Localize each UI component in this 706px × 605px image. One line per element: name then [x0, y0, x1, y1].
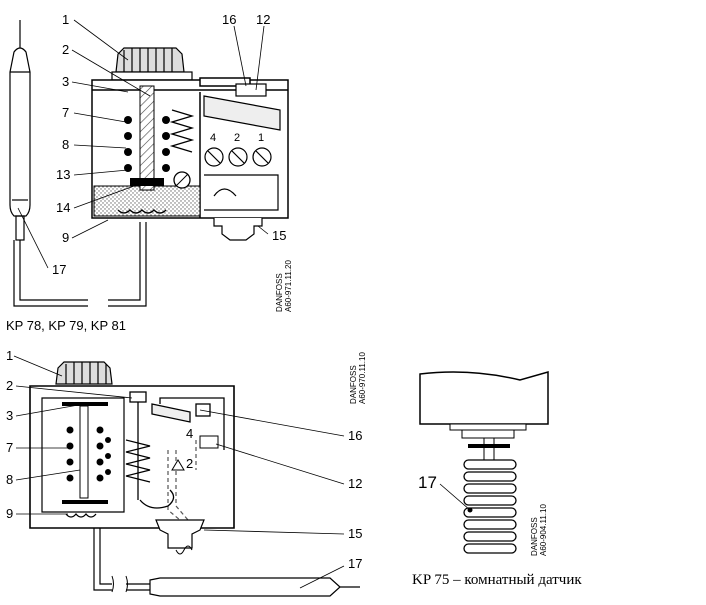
caption-kp75: KP 75 – комнатный датчик [412, 572, 582, 588]
main-spring-2 [66, 426, 111, 482]
housing-3 [419, 371, 549, 425]
stamp1-line1: DANFOSS [275, 273, 284, 312]
bellows-2 [65, 512, 97, 518]
cable-entry [213, 218, 263, 241]
capillary-2a [93, 528, 112, 591]
contact-arrow [171, 459, 185, 471]
callout-2: 2 [62, 42, 69, 57]
callout2-9: 9 [6, 506, 13, 521]
danfoss-stamp-1: DANFOSS A60-971.11.20 [275, 260, 293, 312]
main-spindle [139, 85, 155, 191]
terminal-label-4: 4 [210, 132, 216, 144]
sensor-bulb [9, 20, 147, 307]
terminal-label-1: 1 [258, 132, 264, 144]
bottom-plate [62, 500, 108, 504]
setting-knob [111, 47, 193, 81]
mount-plate [449, 423, 527, 431]
callout2-16: 16 [348, 428, 362, 443]
ac-symbol [175, 545, 193, 555]
callout-17: 17 [52, 262, 66, 277]
stamp3-line1: DANFOSS [530, 517, 539, 556]
housing-2 [29, 385, 235, 529]
callout-7: 7 [62, 105, 69, 120]
differential-spring [169, 109, 195, 153]
callout2-7: 7 [6, 440, 13, 455]
top-plate [62, 402, 108, 406]
sensor-stem [483, 437, 495, 461]
callout3-17: 17 [418, 473, 437, 492]
stamp1-line2: A60-971.11.20 [284, 260, 293, 312]
callout2-8: 8 [6, 472, 13, 487]
spring-plate [130, 178, 164, 186]
leader-lines [17, 19, 269, 269]
switch-block [203, 83, 281, 211]
callout2-1: 1 [6, 348, 13, 363]
callout-14: 14 [56, 200, 70, 215]
sensor-bulb-2 [149, 577, 341, 597]
caption-kp78: KP 78, KP 79, KP 81 [6, 318, 126, 333]
contact-block [199, 435, 219, 449]
setting-knob-2 [55, 361, 113, 385]
diagram-kp78: 4 2 1 1 2 3 7 8 13 14 9 17 16 12 [6, 12, 293, 333]
capillary-2c [126, 583, 150, 591]
bellows-chamber [93, 185, 201, 217]
bellows [117, 209, 167, 214]
diagram-schematic: 1 2 3 7 8 9 16 4 2 12 15 17 DANFOSS A60-… [6, 348, 367, 597]
capillary-2b [99, 528, 112, 585]
arm-loop [139, 489, 175, 509]
danfoss-stamp-3: DANFOSS A60-904.11.10 [530, 504, 548, 556]
callout2-4: 4 [186, 426, 193, 441]
leader-lines-2 [13, 355, 345, 589]
sensor-coil [463, 459, 517, 554]
callout2-2: 2 [6, 378, 13, 393]
switch-dashed [167, 440, 197, 521]
stamp3-line2: A60-904.11.10 [539, 504, 548, 556]
spring-frame [41, 397, 125, 513]
danfoss-stamp-2: DANFOSS A60-970.11.10 [349, 352, 367, 404]
callout2-3: 3 [6, 408, 13, 423]
callout-1: 1 [62, 12, 69, 27]
capillary-break [111, 575, 128, 593]
callout-15: 15 [272, 228, 286, 243]
cable-entry-2 [155, 519, 205, 549]
callout2-2b: 2 [186, 456, 193, 471]
diagram-kp75: 17 DANFOSS A60-904.11.10 KP 75 – комнатн… [412, 371, 582, 588]
stamp2-line2: A60-970.11.10 [358, 352, 367, 404]
callout2-17: 17 [348, 556, 362, 571]
callout-13: 13 [56, 167, 70, 182]
callout-8: 8 [62, 137, 69, 152]
leader-17 [439, 483, 471, 511]
callout2-12: 12 [348, 476, 362, 491]
callout2-15: 15 [348, 526, 362, 541]
mount-collar [461, 429, 515, 439]
differential-mechanism [125, 391, 225, 500]
sensor-flange [468, 444, 510, 448]
terminal-label-2: 2 [234, 132, 240, 144]
callout-3: 3 [62, 74, 69, 89]
callout-12: 12 [256, 12, 270, 27]
spindle-2 [79, 405, 89, 499]
callout-16: 16 [222, 12, 236, 27]
stamp2-line1: DANFOSS [349, 365, 358, 404]
callout-9: 9 [62, 230, 69, 245]
